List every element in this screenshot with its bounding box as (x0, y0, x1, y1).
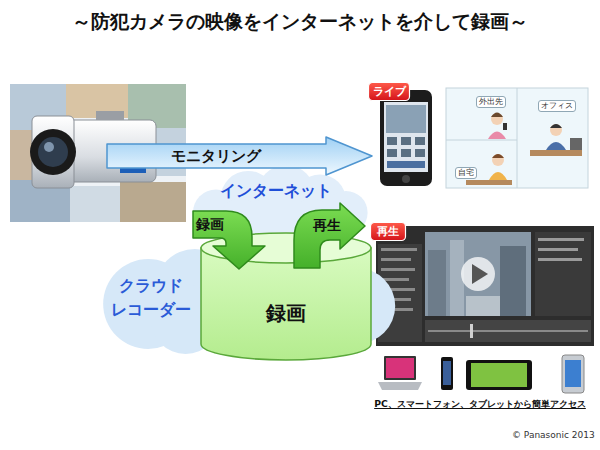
smartphone-part (415, 149, 425, 157)
smartphone-part (386, 105, 426, 133)
place-label: 自宅 (455, 167, 477, 179)
playback-screen-part (472, 264, 488, 284)
record-arrow-text: 録画 (194, 214, 226, 234)
playback-screen (376, 226, 594, 346)
monitoring-arrow: モニタリング (106, 136, 374, 176)
playback-screen-part (500, 246, 526, 316)
playback-arrow-text: 再生 (312, 215, 342, 235)
place-label: オフィス (538, 100, 576, 112)
device-icons (378, 355, 584, 393)
smartphone-part (402, 175, 410, 183)
users-illustration-part (489, 172, 507, 180)
users-illustration-part (546, 142, 566, 150)
device-icons-part (441, 357, 453, 390)
users-illustration-part (503, 123, 507, 130)
device-icons-part (471, 363, 527, 387)
device-icons-part (565, 360, 581, 387)
arrow-shape (107, 137, 372, 175)
playback-screen-part (535, 232, 591, 316)
camera-photo-part (44, 142, 54, 152)
users-illustration-part (492, 154, 504, 166)
cloud-recorder-text: クラウド レコーダー (106, 274, 196, 322)
camera-photo-part (120, 182, 186, 222)
camera-photo-part (30, 129, 76, 175)
live-badge: ライブ (368, 82, 410, 101)
users-illustration-part (446, 140, 517, 141)
playback-screen-part (466, 296, 500, 316)
users-illustration-part (491, 113, 503, 118)
playback-badge: 再生 (370, 222, 406, 241)
diagram-title: ～防犯カメラの映像をインターネットを介して録画～ (0, 9, 600, 35)
device-caption: PC、スマートフォン、タブレットから簡単アクセス (362, 398, 598, 410)
users-illustration-part (517, 88, 518, 188)
users-illustration-part (488, 132, 506, 140)
device-icons-part (443, 361, 451, 385)
recorder-cylinder-text: 録画 (200, 298, 372, 328)
camera-photo-part (32, 116, 74, 188)
cylinder-body (201, 248, 371, 360)
camera-photo-part (38, 137, 68, 167)
cylinder-shape (201, 233, 371, 360)
copyright-note: © Panasonic 2013 (512, 430, 595, 441)
smartphone-part (387, 161, 425, 168)
smartphone (380, 90, 432, 186)
badge-shape (369, 83, 410, 101)
device-icons-part (562, 355, 584, 393)
users-illustration-part (550, 124, 562, 136)
users-illustration-part (570, 138, 582, 150)
playback-screen-part (381, 258, 411, 261)
users-illustration-part (491, 113, 503, 125)
playback-screen-part (425, 320, 591, 342)
playback-screen-part (538, 258, 582, 261)
camera-photo-part (70, 186, 120, 222)
cylinder-top (201, 233, 371, 263)
playback-screen-part (428, 250, 446, 316)
playback-arrow-outline (290, 202, 366, 268)
place-label: 外出先 (476, 96, 506, 108)
users-illustration-part (492, 154, 504, 158)
playback-screen-part (381, 248, 417, 251)
smartphone-part (401, 149, 411, 157)
playback-screen-part (428, 330, 588, 332)
badge-shape (371, 223, 406, 241)
record-arrow: 録画 (192, 210, 266, 270)
smartphone-part (387, 149, 397, 157)
playback-screen-part (461, 257, 495, 291)
users-illustration (446, 88, 588, 188)
device-icons-part (466, 360, 532, 390)
monitoring-arrow-text: モニタリング (106, 144, 326, 168)
device-icons-part (378, 382, 422, 390)
playback-screen-part (381, 268, 415, 271)
smartphone-part (401, 137, 411, 145)
playback-screen-part (470, 324, 473, 338)
playback-screen-part (376, 226, 594, 346)
smartphone-part (380, 90, 432, 186)
camera-photo-part (96, 111, 124, 120)
users-illustration-part (530, 150, 582, 156)
smartphone-part (415, 137, 425, 145)
playback-screen-part (425, 232, 531, 316)
playback-screen-part (538, 248, 578, 251)
live-badge-text: ライブ (368, 82, 410, 101)
playback-arrow: 再生 (290, 202, 366, 268)
device-icons-part (386, 358, 414, 378)
playback-screen-part (538, 238, 584, 241)
internet-cloud-text: インターネット (216, 180, 336, 202)
playback-badge-text: 再生 (370, 222, 406, 241)
device-icons-part (384, 356, 416, 380)
users-illustration-part (446, 88, 588, 188)
users-illustration-part (466, 180, 512, 185)
users-illustration-part (550, 124, 562, 128)
smartphone-part (387, 137, 397, 145)
smartphone-part (384, 102, 428, 172)
